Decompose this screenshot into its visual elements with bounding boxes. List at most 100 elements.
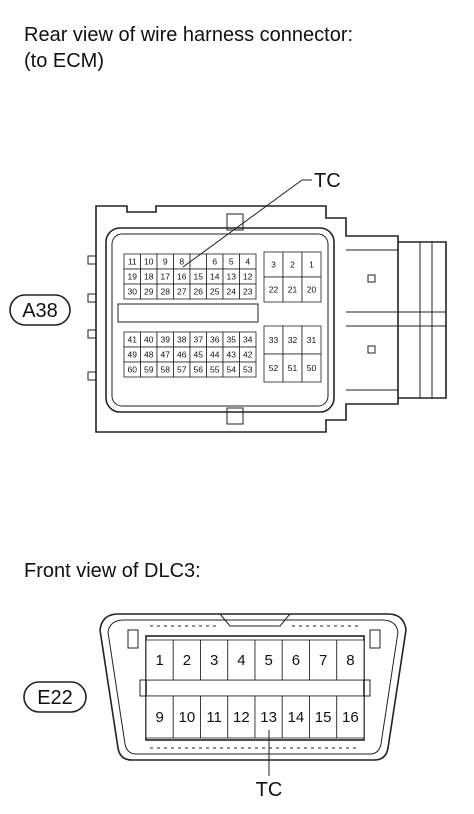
a38-left-rib-3	[87, 329, 97, 339]
a38-pin-54: 54	[227, 365, 237, 375]
a38-pin-2: 2	[290, 260, 295, 270]
a38-pin-cell	[239, 283, 257, 300]
e22-pin-cell	[227, 639, 256, 681]
a38-pin-28: 28	[161, 287, 171, 297]
a38-pin-31: 31	[307, 335, 317, 345]
a38-bottom-latch	[226, 407, 244, 425]
a38-pin-5: 5	[229, 257, 234, 267]
a38-tc-label: TC	[314, 170, 341, 192]
a38-left-rib-1	[87, 255, 97, 265]
front-view-caption: Front view of DLC3:	[24, 560, 201, 582]
a38-left-rib-2	[87, 293, 97, 303]
a38-left-rib-4	[87, 371, 97, 381]
a38-pin-33: 33	[269, 335, 279, 345]
a38-pin-36: 36	[210, 335, 220, 345]
e22-pin-8: 8	[346, 652, 354, 669]
a38-pin-20: 20	[307, 285, 317, 295]
a38-pin-45: 45	[194, 350, 204, 360]
a38-pin-3: 3	[271, 260, 276, 270]
a38-pin-17: 17	[161, 272, 171, 282]
e22-pin-16: 16	[342, 709, 359, 726]
a38-pin-55: 55	[210, 365, 220, 375]
a38-pin-29: 29	[144, 287, 154, 297]
a38-tc-leader-line	[182, 179, 303, 268]
a38-pin-59: 59	[144, 365, 154, 375]
a38-pin-1: 1	[309, 260, 314, 270]
a38-pin-50: 50	[307, 363, 317, 373]
a38-housing-outline	[95, 205, 399, 433]
e22-pin-15: 15	[315, 709, 332, 726]
e22-pin-cell	[336, 639, 365, 681]
a38-pin-26: 26	[194, 287, 204, 297]
e22-pin-cell	[309, 639, 338, 681]
a38-pin-19: 19	[128, 272, 138, 282]
e22-pin-cell	[309, 695, 338, 739]
a38-pin-22: 22	[269, 285, 279, 295]
e22-pin-cell	[145, 639, 174, 681]
rear-view-caption-line2: (to ECM)	[24, 50, 104, 72]
a38-pin-48: 48	[144, 350, 154, 360]
a38-pin-cell	[239, 361, 257, 378]
a38-pin-56: 56	[194, 365, 204, 375]
a38-lever	[398, 241, 447, 399]
e22-pin-cell	[172, 695, 201, 739]
a38-pin-16: 16	[177, 272, 187, 282]
a38-pin-11: 11	[128, 257, 137, 267]
e22-pin-10: 10	[179, 709, 196, 726]
e22-pin-cell	[200, 695, 229, 739]
e22-pin-4: 4	[237, 652, 245, 669]
e22-center-bar	[139, 679, 371, 697]
a38-pin-52: 52	[269, 363, 279, 373]
e22-pin-cell	[336, 695, 365, 739]
a38-pin-12: 12	[243, 272, 253, 282]
e22-housing-outline	[99, 613, 407, 761]
a38-pin-47: 47	[161, 350, 171, 360]
e22-pin-cell	[172, 639, 201, 681]
a38-pin-4: 4	[245, 257, 250, 267]
a38-pin-32: 32	[288, 335, 298, 345]
a38-pin-44: 44	[210, 350, 220, 360]
e22-pin-5: 5	[264, 652, 272, 669]
a38-pin-10: 10	[144, 257, 154, 267]
e22-pin-13: 13	[260, 709, 277, 726]
a38-inner-face-lip	[111, 233, 329, 407]
a38-pin-24: 24	[227, 287, 237, 297]
a38-pin-25: 25	[210, 287, 220, 297]
a38-pin-37: 37	[194, 335, 204, 345]
a38-pin-9: 9	[163, 257, 168, 267]
e22-left-guide	[127, 629, 139, 649]
a38-shroud-hole-lower	[367, 345, 376, 354]
a38-pin-13: 13	[227, 272, 237, 282]
e22-id-label: E22	[37, 687, 73, 709]
a38-pin-35: 35	[227, 335, 237, 345]
a38-pin-40: 40	[144, 335, 154, 345]
a38-pin-27: 27	[177, 287, 187, 297]
a38-pin-18: 18	[144, 272, 154, 282]
a38-pin-41: 41	[128, 335, 138, 345]
e22-pin-6: 6	[292, 652, 300, 669]
a38-pin-53: 53	[243, 365, 253, 375]
a38-id-label: A38	[22, 300, 58, 322]
a38-pin-51: 51	[288, 363, 298, 373]
a38-pin-cell	[301, 353, 322, 383]
a38-pin-39: 39	[161, 335, 171, 345]
e22-pin-7: 7	[319, 652, 327, 669]
a38-pin-42: 42	[243, 350, 253, 360]
a38-pin-46: 46	[177, 350, 187, 360]
e22-housing-inner	[107, 619, 399, 755]
a38-pin-cell	[301, 276, 322, 303]
a38-pin-23: 23	[243, 287, 253, 297]
e22-pin-3: 3	[210, 652, 218, 669]
e22-id-tag	[23, 681, 87, 713]
e22-pin-9: 9	[155, 709, 163, 726]
a38-pin-49: 49	[128, 350, 138, 360]
a38-inner-face	[105, 227, 335, 413]
a38-pin-57: 57	[177, 365, 187, 375]
a38-pin-43: 43	[227, 350, 237, 360]
rear-view-caption-line1: Rear view of wire harness connector:	[24, 24, 354, 46]
a38-pin-14: 14	[210, 272, 220, 282]
